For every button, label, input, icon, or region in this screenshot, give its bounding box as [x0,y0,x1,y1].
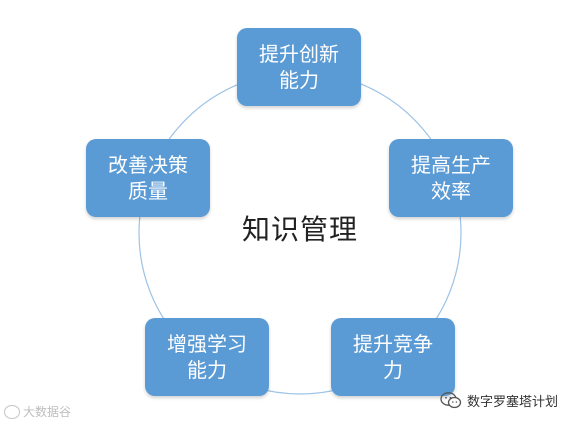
node-innovation-line1: 提升创新 [259,42,339,66]
node-learning: 增强学习 能力 [145,318,269,396]
node-decision-line2: 质量 [128,179,168,203]
node-decision-line1: 改善决策 [108,153,188,177]
node-innovation: 提升创新 能力 [237,28,361,106]
center-label: 知识管理 [241,213,358,246]
node-efficiency-line1: 提高生产 [411,153,491,177]
node-efficiency-line2: 效率 [431,179,471,203]
node-innovation-line2: 能力 [279,68,319,92]
watermark-right: 数字罗塞塔计划 [440,391,558,410]
node-competitiveness: 提升竞争 力 [331,318,455,396]
node-learning-line2: 能力 [187,358,227,382]
wechat-icon [440,392,462,409]
node-efficiency: 提高生产 效率 [389,139,513,217]
watermark-logo-icon [4,404,20,419]
node-learning-line1: 增强学习 [167,332,247,356]
watermark-left-text: 大数据谷 [23,405,72,419]
watermark-right-text: 数字罗塞塔计划 [467,395,559,410]
node-competitiveness-line2: 力 [383,358,403,382]
node-competitiveness-line1: 提升竞争 [353,332,433,356]
node-decision: 改善决策 质量 [86,139,210,217]
watermark-left: 大数据谷 [4,403,71,420]
